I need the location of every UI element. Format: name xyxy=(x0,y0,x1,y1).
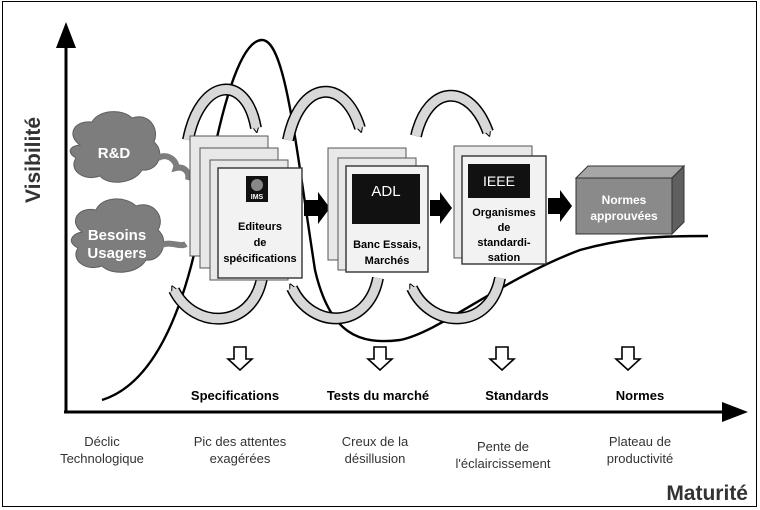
approved-norms-line2: approuvées xyxy=(590,209,658,223)
down-arrow-3 xyxy=(487,346,517,372)
flow-arrow-1 xyxy=(304,192,330,224)
x-axis-arrowhead xyxy=(722,402,748,422)
standards-label-line3: standardi- xyxy=(477,237,531,249)
editors-label-line3: spécifications xyxy=(223,253,296,265)
doc-stack-standards xyxy=(453,145,547,265)
standards-label-line4: sation xyxy=(488,252,521,264)
flow-arrow-2 xyxy=(430,192,452,224)
output-norms: Normes xyxy=(616,388,664,403)
phase-3-line1: Creux de la xyxy=(342,434,409,449)
output-market-tests: Tests du marché xyxy=(327,388,429,403)
phase-5-line1: Plateau de xyxy=(609,434,671,449)
editors-label-line2: de xyxy=(254,237,267,249)
down-arrow-4 xyxy=(613,346,643,372)
output-standards: Standards xyxy=(485,388,549,403)
ims-logo-text: IMS xyxy=(251,194,264,201)
phase-4-line2: l'éclaircissement xyxy=(456,456,551,471)
loop-arrow-bottom-2 xyxy=(286,276,384,325)
phase-2-line2: exagérées xyxy=(210,451,271,466)
down-arrow-2 xyxy=(365,346,395,372)
cloud-rd xyxy=(69,111,192,183)
loop-arrows xyxy=(168,83,506,325)
doc-stack-market xyxy=(327,147,429,273)
cloud-user-needs-label-line2: Usagers xyxy=(87,245,146,262)
phase-1-line2: Technologique xyxy=(60,451,144,466)
cloud-user-needs-label-line1: Besoins xyxy=(88,227,146,244)
adl-logo xyxy=(352,174,420,224)
phase-labels: Déclic Technologique Pic des attentes ex… xyxy=(60,434,673,471)
market-label-line2: Marchés xyxy=(365,255,410,267)
phase-4-line1: Pente de xyxy=(477,439,529,454)
flow-arrow-3 xyxy=(548,190,572,222)
ieee-logo-text: IEEE xyxy=(483,173,515,189)
phase-1-line1: Déclic xyxy=(84,434,120,449)
axes xyxy=(56,22,748,422)
approved-norms-line1: Normes xyxy=(602,193,647,207)
phase-3-line2: désillusion xyxy=(345,451,406,466)
cloud-rd-label: R&D xyxy=(98,145,131,162)
standards-label-line1: Organismes xyxy=(472,207,536,219)
cloud-user-needs xyxy=(70,198,188,273)
phase-2-line1: Pic des attentes xyxy=(194,434,287,449)
down-arrow-1 xyxy=(225,346,255,372)
market-label-line1: Banc Essais, xyxy=(353,239,421,251)
phase-5-line2: productivité xyxy=(607,451,673,466)
down-arrows xyxy=(225,346,643,372)
y-axis-arrowhead xyxy=(56,22,76,48)
loop-arrow-bottom-3 xyxy=(406,276,506,325)
output-specifications: Specifications xyxy=(191,388,279,403)
editors-label-line1: Editeurs xyxy=(238,221,282,233)
ieee-logo xyxy=(468,164,530,198)
y-axis-title: Visibilité xyxy=(22,117,45,203)
adl-logo-text: ADL xyxy=(371,183,400,200)
doc-stack-editors xyxy=(189,135,303,281)
x-axis-title: Maturité xyxy=(666,482,748,505)
approved-norms-box xyxy=(574,164,686,236)
standards-label-line2: de xyxy=(498,222,511,234)
